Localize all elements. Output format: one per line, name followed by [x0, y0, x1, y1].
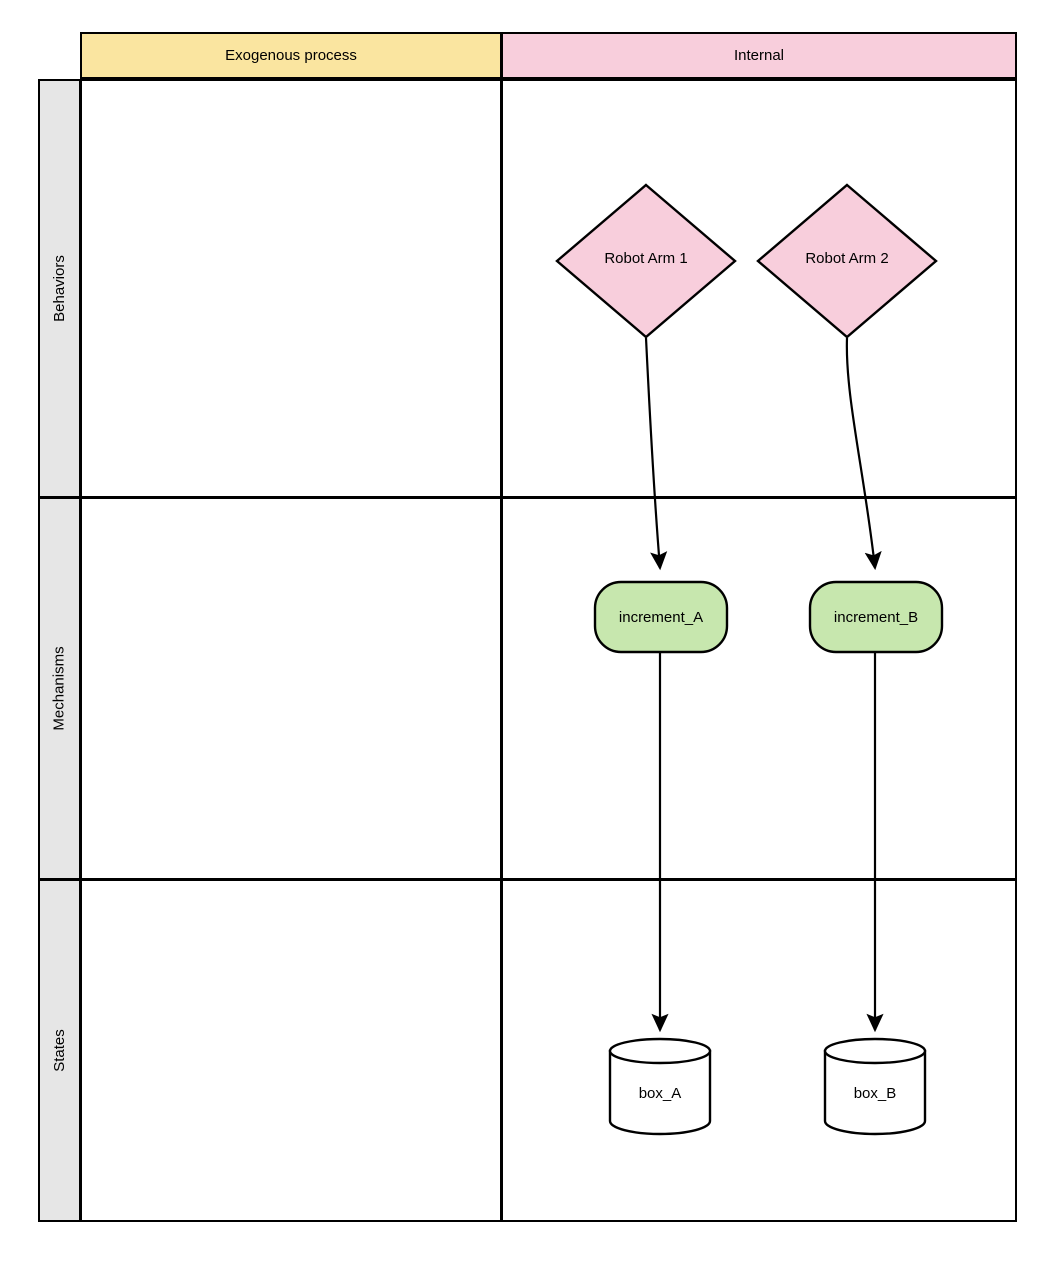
column-header-exogenous-label: Exogenous process: [225, 47, 357, 64]
lane-internal-states: [501, 879, 1017, 1222]
node-increment-b[interactable]: [808, 580, 944, 654]
node-box-a[interactable]: [608, 1037, 712, 1136]
cylinder-body: [608, 1049, 712, 1136]
node-box-b[interactable]: [823, 1037, 927, 1136]
node-increment-a[interactable]: [593, 580, 729, 654]
diamond-shape: [756, 183, 938, 339]
cylinder-body: [823, 1049, 927, 1136]
node-robot-arm-2[interactable]: [756, 183, 938, 339]
lane-internal-behaviors: [501, 79, 1017, 498]
lane-exogenous-behaviors: [80, 79, 502, 498]
column-header-internal: Internal: [501, 32, 1017, 79]
row-header-states-label: States: [51, 1029, 68, 1072]
lane-internal-mechanisms: [501, 497, 1017, 880]
rounded-rect-shape: [593, 580, 729, 654]
lane-exogenous-mechanisms: [80, 497, 502, 880]
cylinder-top: [608, 1037, 712, 1065]
lane-exogenous-states: [80, 879, 502, 1222]
row-header-behaviors: Behaviors: [38, 79, 81, 498]
rounded-rect-shape: [808, 580, 944, 654]
row-header-mechanisms: Mechanisms: [38, 497, 81, 880]
row-header-states: States: [38, 879, 81, 1222]
row-header-behaviors-label: Behaviors: [51, 255, 69, 322]
diamond-shape: [555, 183, 737, 339]
column-header-exogenous-process: Exogenous process: [80, 32, 502, 79]
column-header-internal-label: Internal: [733, 47, 785, 64]
node-robot-arm-1[interactable]: [555, 183, 737, 339]
row-header-mechanisms-label: Mechanisms: [51, 646, 69, 731]
cylinder-top: [823, 1037, 927, 1065]
